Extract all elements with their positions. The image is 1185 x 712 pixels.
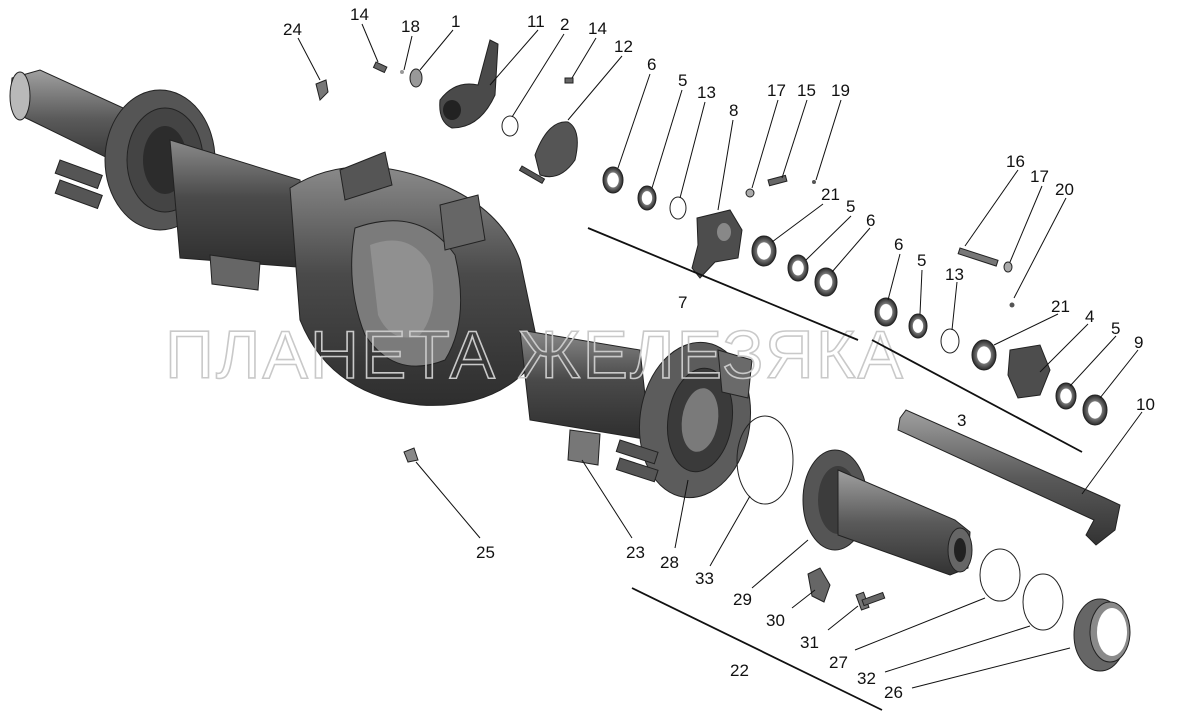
group-line-7 (587, 227, 859, 341)
callout-18: 18 (401, 17, 420, 36)
seal-rings-upper (602, 166, 838, 297)
callout-23: 23 (626, 543, 645, 562)
callout-20: 20 (1055, 180, 1074, 199)
callout-10: 10 (1136, 395, 1155, 414)
callout-6: 6 (866, 211, 875, 230)
callout-31: 31 (800, 633, 819, 652)
callout-21: 21 (821, 185, 840, 204)
plug (403, 447, 419, 463)
callout-14: 14 (350, 5, 369, 24)
callout-26: 26 (884, 683, 903, 702)
callout-2: 2 (560, 15, 569, 34)
callout-33: 33 (695, 569, 714, 588)
callout-15: 15 (797, 81, 816, 100)
callout-29: 29 (733, 590, 752, 609)
callout-5: 5 (917, 251, 926, 270)
ring-27 (979, 548, 1021, 602)
callout-5: 5 (846, 197, 855, 216)
callout-17: 17 (1030, 167, 1049, 186)
callout-28: 28 (660, 553, 679, 572)
bolt (855, 591, 886, 611)
small-parts (315, 39, 578, 185)
leader-lines (297, 23, 1143, 689)
seal-rings-lower (874, 247, 1108, 426)
callout-19: 19 (831, 81, 850, 100)
callout-22: 22 (730, 661, 749, 680)
callout-27: 27 (829, 653, 848, 672)
callout-14: 14 (588, 19, 607, 38)
cam-shaft (897, 409, 1121, 546)
callouts: 24 14 18 1 11 2 14 12 6 5 13 8 17 15 19 … (283, 5, 1155, 702)
bearing-ring (1073, 598, 1131, 672)
callout-13: 13 (697, 83, 716, 102)
watermark-text: ПЛАНЕТА ЖЕЛЕЗЯКА (165, 317, 905, 393)
callout-17: 17 (767, 81, 786, 100)
o-ring (736, 415, 794, 505)
callout-32: 32 (857, 669, 876, 688)
callout-5: 5 (678, 71, 687, 90)
callout-6: 6 (894, 235, 903, 254)
callout-5: 5 (1111, 319, 1120, 338)
callout-7: 7 (678, 293, 687, 312)
callout-6: 6 (647, 55, 656, 74)
axle-spindle (802, 449, 973, 576)
callout-30: 30 (766, 611, 785, 630)
callout-24: 24 (283, 20, 302, 39)
lock-plate (807, 567, 831, 603)
callout-4: 4 (1085, 307, 1094, 326)
ring-32 (1022, 573, 1064, 631)
callout-25: 25 (476, 543, 495, 562)
axle-housing (9, 69, 753, 499)
callout-11: 11 (527, 12, 545, 31)
callout-9: 9 (1134, 333, 1143, 352)
callout-1: 1 (451, 12, 460, 31)
callout-13: 13 (945, 265, 964, 284)
group-line-3 (871, 339, 1083, 453)
callout-12: 12 (614, 37, 633, 56)
group-line-22 (631, 587, 883, 711)
callout-16: 16 (1006, 152, 1025, 171)
callout-21: 21 (1051, 297, 1070, 316)
callout-3: 3 (957, 411, 966, 430)
callout-8: 8 (729, 101, 738, 120)
